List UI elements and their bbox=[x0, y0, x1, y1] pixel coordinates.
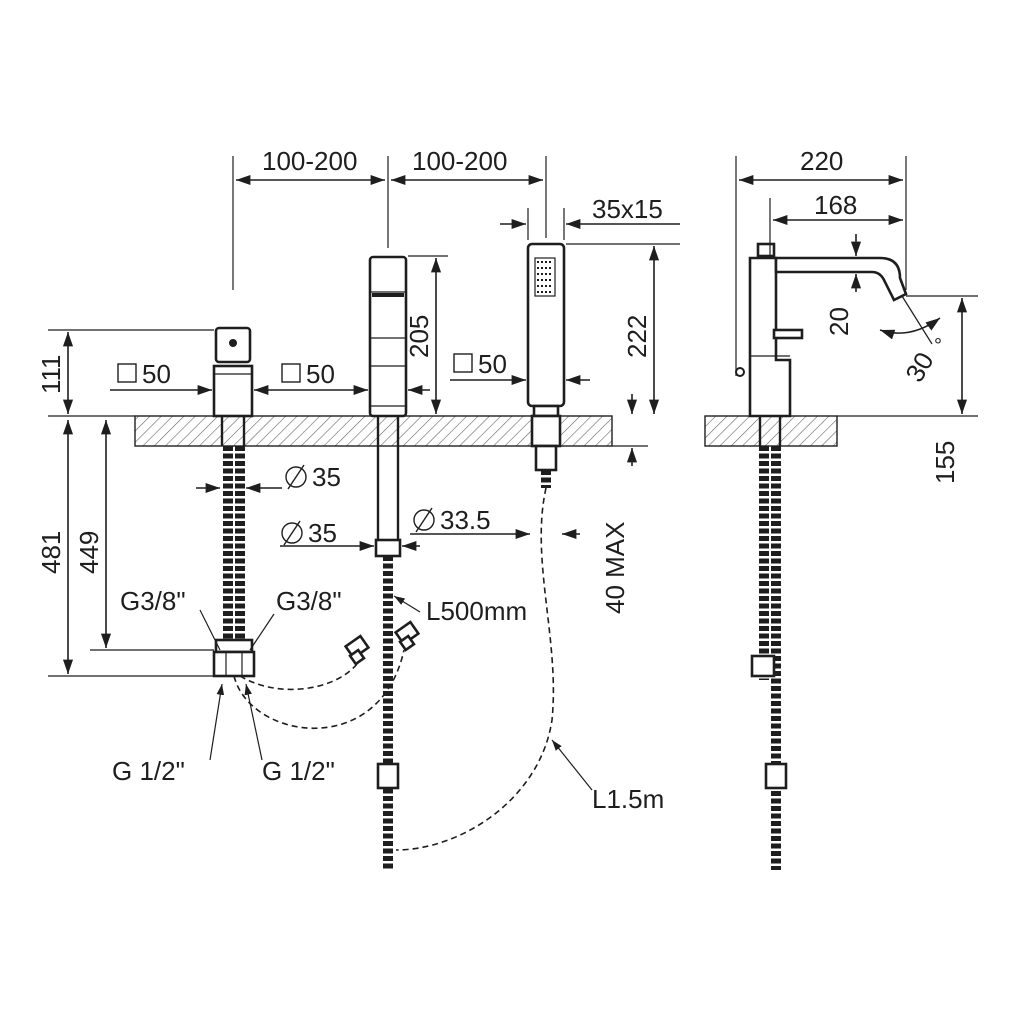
inlet-hose-path-1 bbox=[239, 659, 361, 691]
dim-mixer-base: 50 bbox=[142, 359, 171, 389]
square-symbol-icon bbox=[281, 363, 301, 383]
dim-deck-max: 40 MAX bbox=[600, 522, 630, 615]
dim-under-deck-total: 481 bbox=[36, 531, 66, 574]
dim-mixer-height: 111 bbox=[36, 354, 66, 394]
label-connection-right: G3/8" bbox=[276, 586, 342, 616]
diverter-body bbox=[368, 255, 408, 558]
dim-spout-angle-degree: ° bbox=[934, 335, 942, 357]
side-view-body bbox=[735, 242, 908, 446]
inlet-hose-path-2 bbox=[233, 649, 405, 730]
label-inlet-right: G 1/2" bbox=[262, 756, 335, 786]
square-symbol-icon bbox=[117, 363, 137, 383]
shower-hose-path bbox=[395, 487, 555, 851]
dim-diverter-base: 50 bbox=[306, 359, 335, 389]
dim-spacing-right: 100-200 bbox=[412, 146, 507, 176]
diameter-symbol-icon bbox=[281, 520, 303, 546]
connector-fitting-2 bbox=[393, 620, 421, 652]
dim-spout-projection: 168 bbox=[814, 190, 857, 220]
mixer-braided-hoses bbox=[212, 446, 256, 678]
diameter-symbol-icon bbox=[285, 464, 307, 490]
square-symbol-icon bbox=[453, 353, 473, 373]
dim-handshower-base: 50 bbox=[478, 349, 507, 379]
dim-handshower-section: 35x15 bbox=[592, 194, 663, 224]
deck-side bbox=[704, 415, 838, 447]
diverter-outlet-hose bbox=[376, 556, 400, 870]
side-view-hoses bbox=[750, 446, 788, 870]
label-inlet-left: G 1/2" bbox=[112, 756, 185, 786]
dim-diverter-hose-diameter: 35 bbox=[308, 518, 337, 548]
dim-spacing-left: 100-200 bbox=[262, 146, 357, 176]
dim-handshower-hole: 33.5 bbox=[440, 505, 491, 535]
label-connection-left: G3/8" bbox=[120, 586, 186, 616]
handshower-body bbox=[526, 242, 566, 488]
dim-lines bbox=[48, 156, 978, 791]
mixer-body bbox=[212, 326, 254, 446]
label-flex-hose-length: L500mm bbox=[426, 596, 527, 626]
dim-spout-reach: 220 bbox=[800, 146, 843, 176]
dim-handshower-height: 222 bbox=[622, 315, 652, 358]
dim-spout-height: 155 bbox=[930, 441, 960, 484]
label-shower-hose-length: L1.5m bbox=[592, 784, 664, 814]
dim-under-deck-connection: 449 bbox=[74, 531, 104, 574]
dim-hose-diameter: 35 bbox=[312, 462, 341, 492]
connector-fitting-1 bbox=[343, 634, 371, 666]
dim-diverter-height: 205 bbox=[404, 315, 434, 358]
diameter-symbol-icon bbox=[413, 507, 435, 533]
dim-spout-drop: 20 bbox=[824, 307, 854, 336]
